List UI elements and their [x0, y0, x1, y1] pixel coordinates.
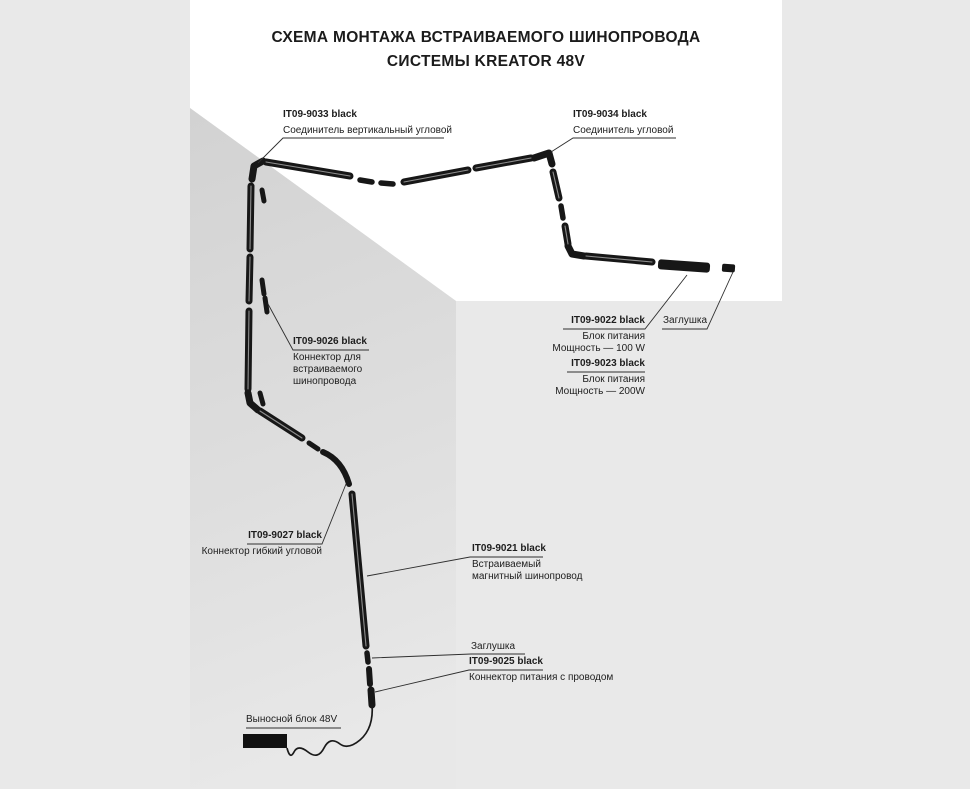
- part-desc: Соединитель угловой: [573, 125, 674, 136]
- ceiling-plane: [190, 0, 782, 301]
- callout-endcap-top: Заглушка: [663, 315, 707, 327]
- callout-corner-connector: IT09-9034 black Соединитель угловой: [573, 109, 673, 137]
- corner-connector: [530, 149, 556, 168]
- page-title-line2: СИСТЕМЫ KREATOR 48V: [386, 53, 586, 70]
- callout-magnetic-track: IT09-9021 black Встраиваемый магнитный ш…: [472, 543, 582, 583]
- leader-9034: [550, 137, 676, 153]
- part-desc: магнитный шинопровод: [472, 571, 583, 582]
- part-desc: встраиваемого: [293, 364, 363, 375]
- page-title-line1: СХЕМА МОНТАЖА ВСТРАИВАЕМОГО ШИНОПРОВОДА: [271, 29, 701, 46]
- end-cap: [721, 263, 736, 273]
- part-desc: Мощность — 100 W: [552, 343, 645, 354]
- mini-connector: [558, 203, 566, 221]
- recessed-connector: [259, 277, 267, 297]
- part-desc: Блок питания: [582, 374, 645, 385]
- mini-connector: [257, 390, 266, 407]
- vertical-corner-connector: [248, 157, 267, 183]
- leader-endcap-top: [662, 271, 734, 330]
- part-desc: Коннектор гибкий угловой: [201, 546, 322, 557]
- part-desc: Мощность — 200W: [555, 386, 645, 397]
- part-code: IT09-9022 black: [571, 315, 645, 326]
- callout-psu-100w: IT09-9022 black Блок питания Мощность — …: [475, 315, 645, 355]
- part-code: IT09-9025 black: [469, 656, 543, 667]
- callout-flex-corner-connector: IT09-9027 black Коннектор гибкий угловой: [152, 530, 322, 558]
- mini-connector: [357, 177, 375, 185]
- leader-9025: [374, 669, 543, 693]
- leader-lines: [246, 137, 734, 729]
- part-code: IT09-9026 black: [293, 336, 367, 347]
- callout-vertical-corner-connector: IT09-9033 black Соединитель вертикальный…: [283, 109, 452, 137]
- leader-9021: [366, 556, 543, 577]
- leader-9026: [267, 303, 369, 351]
- part-desc: Выносной блок 48V: [246, 714, 338, 725]
- callout-psu-200w: IT09-9023 black Блок питания Мощность — …: [475, 358, 645, 398]
- power-connector: [367, 686, 376, 709]
- psu-block: [657, 259, 711, 273]
- leader-endcap-bottom: [371, 653, 525, 659]
- leader-9022: [563, 274, 688, 330]
- part-code: IT09-9027 black: [248, 530, 322, 541]
- part-desc: Соединитель вертикальный угловой: [283, 125, 453, 136]
- page-title: СХЕМА МОНТАЖА ВСТРАИВАЕМОГО ШИНОПРОВОДА …: [190, 26, 782, 74]
- track-slots: [247, 157, 653, 647]
- leader-9027: [247, 483, 347, 545]
- end-cap: [364, 650, 371, 665]
- corner-connector: [564, 242, 588, 260]
- flex-corner-connector: [320, 449, 352, 487]
- track-segment: [366, 666, 373, 687]
- callout-external-unit: Выносной блок 48V: [246, 714, 337, 726]
- callout-power-connector: IT09-9025 black Коннектор питания с пров…: [469, 656, 613, 684]
- mini-connector: [378, 180, 396, 187]
- corner-connector: [244, 389, 262, 414]
- part-desc: Коннектор для: [293, 352, 361, 363]
- part-code: IT09-9033 black: [283, 109, 357, 120]
- callout-recessed-connector: IT09-9026 black Коннектор для встраиваем…: [293, 336, 367, 388]
- callout-endcap-bottom: Заглушка: [471, 641, 515, 653]
- mini-connector: [259, 187, 267, 204]
- part-code: IT09-9034 black: [573, 109, 647, 120]
- mini-connector: [306, 440, 321, 452]
- part-desc: Заглушка: [663, 315, 708, 326]
- power-wire: [286, 703, 374, 757]
- part-code: IT09-9021 black: [472, 543, 546, 554]
- part-desc: Коннектор питания с проводом: [469, 672, 614, 683]
- part-desc: Встраиваемый: [472, 559, 541, 570]
- recessed-connector: [262, 295, 270, 315]
- part-desc: Блок питания: [582, 331, 645, 342]
- leader-9033: [257, 137, 444, 164]
- part-desc: Заглушка: [471, 641, 516, 652]
- part-desc: шинопровода: [293, 376, 357, 387]
- external-unit-block: [243, 734, 287, 748]
- wall-plane: [190, 108, 456, 789]
- part-code: IT09-9023 black: [571, 358, 645, 369]
